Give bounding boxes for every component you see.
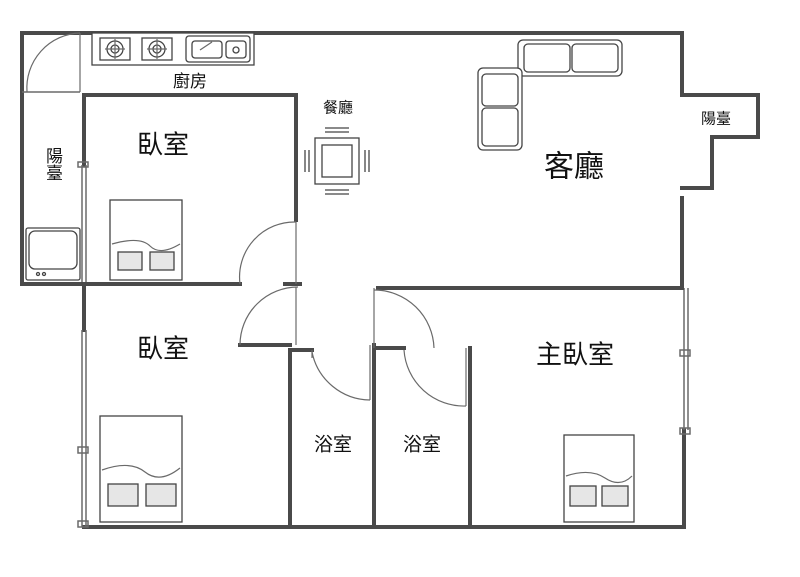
bedroom-north-label: 臥室 [137, 131, 189, 161]
bed-south-icon [99, 415, 183, 523]
kitchen-label: 廚房 [173, 71, 207, 92]
living-room-label: 客廳 [544, 150, 604, 185]
sink-icon [185, 35, 251, 63]
washing-machine-icon [25, 227, 81, 281]
bedroom-south-label: 臥室 [137, 335, 189, 365]
bath-right-label: 浴室 [403, 434, 441, 456]
balcony-west-label: 陽臺 [42, 147, 62, 181]
stove-burner-icon [99, 37, 131, 61]
dining-label: 餐廳 [323, 99, 353, 117]
master-bedroom-label: 主臥室 [536, 341, 614, 371]
exterior-walls [20, 31, 760, 529]
interior-walls [20, 93, 684, 529]
bed-north-icon [109, 199, 183, 281]
bed-master-icon [563, 434, 635, 523]
bath-left-label: 浴室 [314, 434, 352, 456]
balcony-east-label: 陽臺 [701, 110, 731, 128]
sofa-icon [477, 39, 623, 151]
doors [22, 32, 467, 407]
stove-burner-icon [141, 37, 173, 61]
dining-table-icon [304, 127, 370, 195]
kitchen-counter [91, 32, 255, 66]
